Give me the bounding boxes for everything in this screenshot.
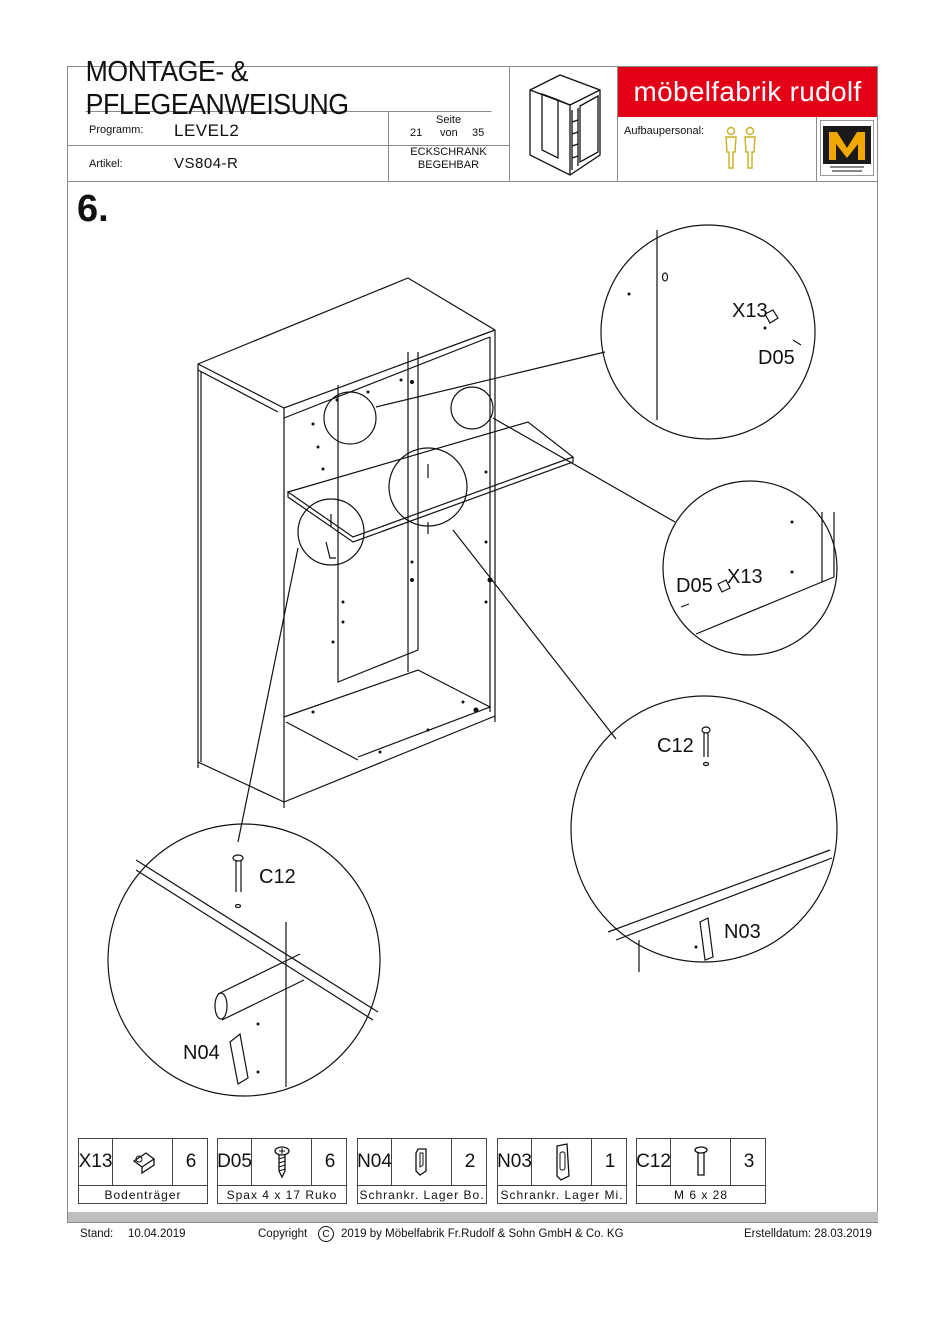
part-qty: 2 xyxy=(464,1151,476,1172)
header-divider xyxy=(617,66,618,181)
product-line2: BEGEHBAR xyxy=(417,159,480,171)
callout-x13: X13 xyxy=(732,300,768,322)
part-name: Bodenträger xyxy=(79,1185,207,1204)
part-item: X13 6 Bodenträger xyxy=(78,1138,208,1204)
copyright-symbol: C xyxy=(318,1226,334,1242)
part-name: M 6 x 28 xyxy=(637,1185,765,1204)
part-item: N04 2 Schrankr. Lager Bo. xyxy=(357,1138,487,1204)
part-qty: 6 xyxy=(324,1151,336,1172)
two-persons-icon xyxy=(725,126,756,169)
page-total: 35 xyxy=(472,127,485,139)
header-divider xyxy=(68,181,878,182)
callout-d05: D05 xyxy=(758,347,795,369)
part-item: N03 1 Schrankr. Lager Mi. xyxy=(497,1138,627,1204)
page-frame xyxy=(67,66,878,1223)
part-code: D05 xyxy=(217,1139,252,1185)
part-code: X13 xyxy=(79,1139,113,1185)
bolt-icon xyxy=(671,1139,731,1185)
header-divider xyxy=(68,145,509,146)
programm-value: LEVEL2 xyxy=(174,121,240,140)
product-line1: ECKSCHRANK xyxy=(410,146,487,158)
step-number: 6. xyxy=(77,188,109,230)
callout-d05: D05 xyxy=(676,575,713,597)
brand-logo: möbelfabrik rudolf xyxy=(618,67,877,117)
header-divider xyxy=(509,66,510,181)
artikel-label: Artikel: xyxy=(89,158,123,170)
aufbau-label: Aufbaupersonal: xyxy=(624,125,705,137)
shelf-support-icon xyxy=(113,1139,173,1185)
part-name: Spax 4 x 17 Ruko xyxy=(218,1185,346,1204)
callout-n04: N04 xyxy=(183,1042,220,1064)
page-of: von xyxy=(440,127,458,139)
stand-label: Stand: xyxy=(80,1228,114,1240)
part-item: D05 6 Spax 4 x 17 Ruko xyxy=(217,1138,347,1204)
part-qty: 6 xyxy=(185,1151,197,1172)
footer-bar xyxy=(68,1212,878,1222)
stand-date: 10.04.2019 xyxy=(128,1228,186,1240)
callout-c12: C12 xyxy=(657,735,694,757)
callout-n03: N03 xyxy=(724,921,761,943)
assembly-illustration xyxy=(107,224,838,1097)
programm-label: Programm: xyxy=(89,124,144,136)
part-code: C12 xyxy=(636,1139,671,1185)
artikel-value: VS804-R xyxy=(174,155,239,172)
callout-x13: X13 xyxy=(727,566,763,588)
rail-bracket-middle-icon xyxy=(532,1139,592,1185)
screw-icon xyxy=(252,1139,312,1185)
part-name: Schrankr. Lager Bo. xyxy=(358,1185,486,1204)
created-date: Erstelldatum: 28.03.2019 xyxy=(744,1228,872,1240)
quality-seal-icon xyxy=(820,120,874,176)
part-code: N03 xyxy=(497,1139,532,1185)
product-thumbnail xyxy=(529,74,601,176)
rail-bracket-bottom-icon xyxy=(392,1139,452,1185)
document-title: MONTAGE- & PFLEGEANWEISUNG xyxy=(85,56,492,121)
part-name: Schrankr. Lager Mi. xyxy=(498,1185,626,1204)
part-qty: 3 xyxy=(743,1151,755,1172)
callout-c12: C12 xyxy=(259,866,296,888)
copyright-text: 2019 by Möbelfabrik Fr.Rudolf & Sohn Gmb… xyxy=(341,1228,624,1240)
part-qty: 1 xyxy=(604,1151,616,1172)
part-item: C12 3 M 6 x 28 xyxy=(636,1138,766,1204)
header-divider xyxy=(816,117,817,181)
header-divider xyxy=(388,111,389,181)
part-code: N04 xyxy=(357,1139,392,1185)
seite-label: Seite xyxy=(436,114,462,126)
page-current: 21 xyxy=(410,127,423,139)
copyright-word: Copyright xyxy=(258,1228,308,1240)
